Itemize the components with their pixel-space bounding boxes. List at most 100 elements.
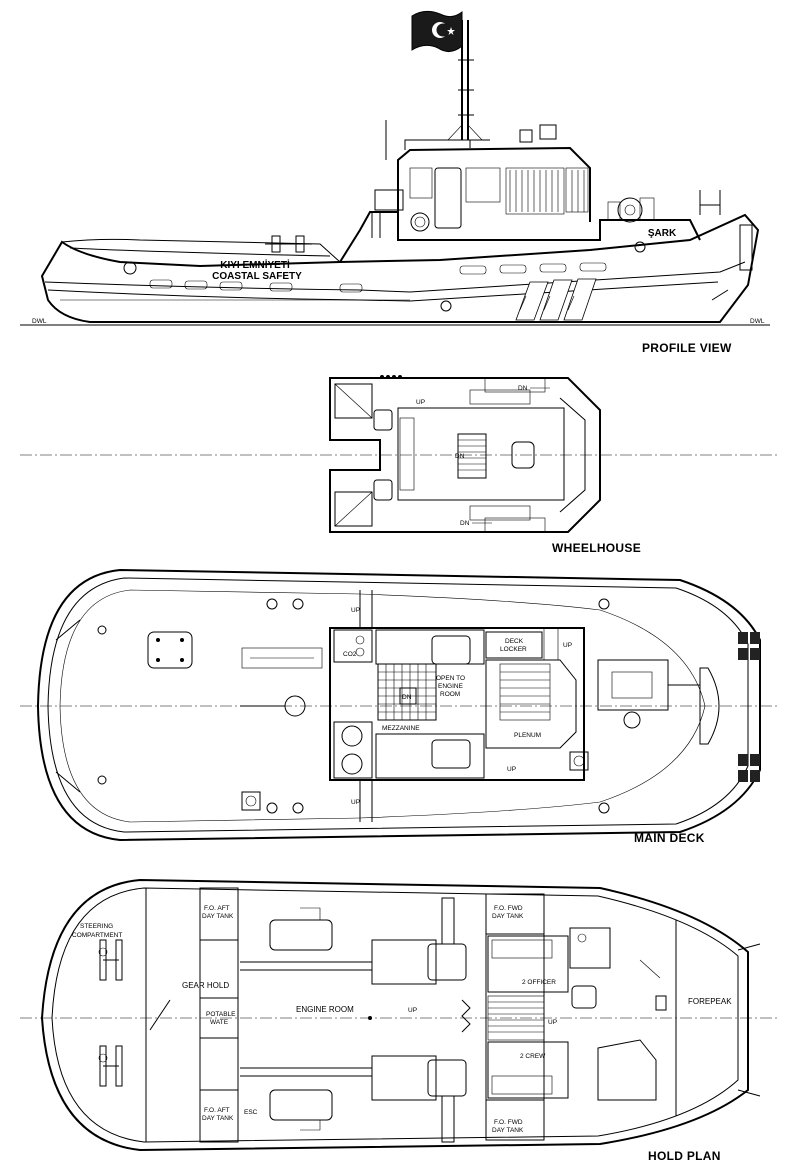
hold-hull — [40, 878, 749, 1152]
dwl-label-right: DWL — [750, 318, 765, 325]
co2-room — [333, 629, 373, 663]
fo-aft-day-tank-bottom — [199, 1089, 239, 1143]
porthole — [634, 241, 646, 253]
steering-label-1: STEERING — [80, 923, 113, 930]
wheelhouse-plan: UP DN DN DN WHEELHOUSE — [20, 375, 780, 555]
wheelhouse-outline — [329, 377, 601, 533]
steering-label-2: COMPARTMENT — [72, 932, 122, 939]
liferaft — [374, 189, 404, 211]
bow-fenders — [699, 632, 760, 782]
radar-dome — [539, 124, 557, 140]
hull-outline — [40, 213, 760, 323]
deck-locker-label-2: LOCKER — [500, 646, 527, 653]
fo-aft-day-tank-top — [199, 887, 239, 941]
anchor-windlass — [597, 659, 669, 711]
hull-stripes — [515, 278, 597, 321]
profile-view-title: PROFILE VIEW — [642, 341, 732, 355]
fo-fwd-bottom-label-1: F.O. FWD — [494, 1119, 523, 1126]
mezzanine-label: MEZZANINE — [382, 725, 420, 732]
fo-fwd-bottom-label-2: DAY TANK — [492, 1127, 524, 1134]
main-deck-hull — [36, 568, 761, 842]
stair-down — [457, 433, 487, 479]
officer-label: 2 OFFICER — [522, 979, 556, 986]
bridge-room — [397, 407, 565, 501]
crew-stair-up: UP — [548, 1019, 557, 1026]
crew-stair — [487, 995, 545, 1041]
plenum — [485, 659, 577, 749]
hull-text-turkish: KIYI EMNİYETİ — [220, 258, 290, 271]
lifebuoy — [410, 212, 430, 232]
fo-aft-bottom-label-1: F.O. AFT — [204, 1107, 230, 1114]
porthole — [440, 300, 452, 312]
main-deck-up-lower: UP — [507, 766, 516, 773]
fo-fwd-day-tank-bottom — [485, 1099, 545, 1141]
mezzanine-area — [377, 663, 437, 721]
forepeak-label: FOREPEAK — [688, 997, 732, 1006]
main-deck-dn: DN — [402, 694, 412, 701]
main-deckhouse — [329, 627, 585, 781]
fo-aft-bottom-label-2: DAY TANK — [202, 1115, 234, 1122]
potable-water-tank — [199, 997, 239, 1039]
hull-text-english: COASTAL SAFETY — [212, 271, 302, 282]
towing-winch — [241, 647, 323, 669]
fan-icon — [341, 725, 363, 747]
porthole — [123, 261, 137, 275]
deckhouse — [339, 211, 701, 263]
ship-name: ŞARK — [648, 228, 677, 239]
main-deck-up-bottom: UP — [351, 799, 360, 806]
bollards — [97, 598, 610, 814]
captain-chair — [511, 441, 535, 469]
forward-winch — [607, 190, 721, 223]
rubbing-strake — [47, 289, 411, 302]
hold-plan-title: HOLD PLAN — [648, 1149, 721, 1163]
fo-aft-top-label-1: F.O. AFT — [204, 905, 230, 912]
main-deck-plan: UP CO2 DECK LOCKER UP DN OPEN TO ENGINE … — [20, 568, 780, 845]
sheer-line — [44, 281, 411, 293]
engine-room-up: UP — [408, 1007, 417, 1014]
crew-label: 2 CREW — [520, 1053, 546, 1060]
wheelhouse-dn-center: DN — [455, 453, 465, 460]
engine-port — [240, 897, 467, 985]
radar-box — [519, 129, 533, 143]
aft-bulwark — [61, 238, 341, 263]
fo-fwd-top-label-1: F.O. FWD — [494, 905, 523, 912]
plenum-label: PLENUM — [514, 732, 541, 739]
steering-gear — [98, 939, 171, 1087]
main-deck-up-right: UP — [563, 642, 572, 649]
washroom — [569, 927, 611, 969]
fan-icon — [341, 753, 363, 775]
wheelhouse-door — [434, 167, 462, 229]
bow-fender — [739, 224, 753, 271]
wheelhouse-dn-top: DN — [518, 385, 528, 392]
engine-starboard — [240, 1055, 467, 1143]
engine-room-label: ENGINE ROOM — [296, 1005, 354, 1014]
open-label-2: ENGINE — [438, 683, 464, 690]
deck-locker — [485, 631, 543, 659]
deck-locker-label-1: DECK — [505, 638, 524, 645]
main-deck-up-top: UP — [351, 607, 360, 614]
fo-fwd-top-label-2: DAY TANK — [492, 913, 524, 920]
wheelhouse-title: WHEELHOUSE — [552, 541, 641, 555]
officer-cabin — [487, 935, 569, 993]
aft-hatch — [147, 631, 193, 669]
crew-cabin — [487, 1041, 569, 1099]
wheelhouse-vents — [380, 375, 402, 379]
potable-label-2: WATE — [210, 1019, 229, 1026]
esc-label: ESC — [244, 1109, 258, 1116]
dwl-label-left: DWL — [32, 318, 47, 325]
open-label-1: OPEN TO — [436, 675, 465, 682]
deck-rail-boxes — [149, 262, 607, 293]
bridge-front-console — [559, 397, 586, 513]
hold-plan: STEERING COMPARTMENT F.O. AFT DAY TANK G… — [20, 878, 780, 1163]
potable-label-1: POTABLE — [206, 1011, 236, 1018]
profile-view: DWL DWL — [20, 10, 770, 355]
wheelhouse-dn-bottom: DN — [460, 520, 470, 527]
fo-fwd-day-tank-top — [485, 893, 545, 935]
wheelhouse-up-label: UP — [416, 399, 425, 406]
wheelhouse-profile — [397, 146, 591, 222]
turkish-flag-icon — [411, 10, 463, 52]
wheelhouse-window — [409, 167, 433, 199]
engine-opening-top — [375, 629, 485, 665]
main-deck-title: MAIN DECK — [634, 831, 705, 845]
